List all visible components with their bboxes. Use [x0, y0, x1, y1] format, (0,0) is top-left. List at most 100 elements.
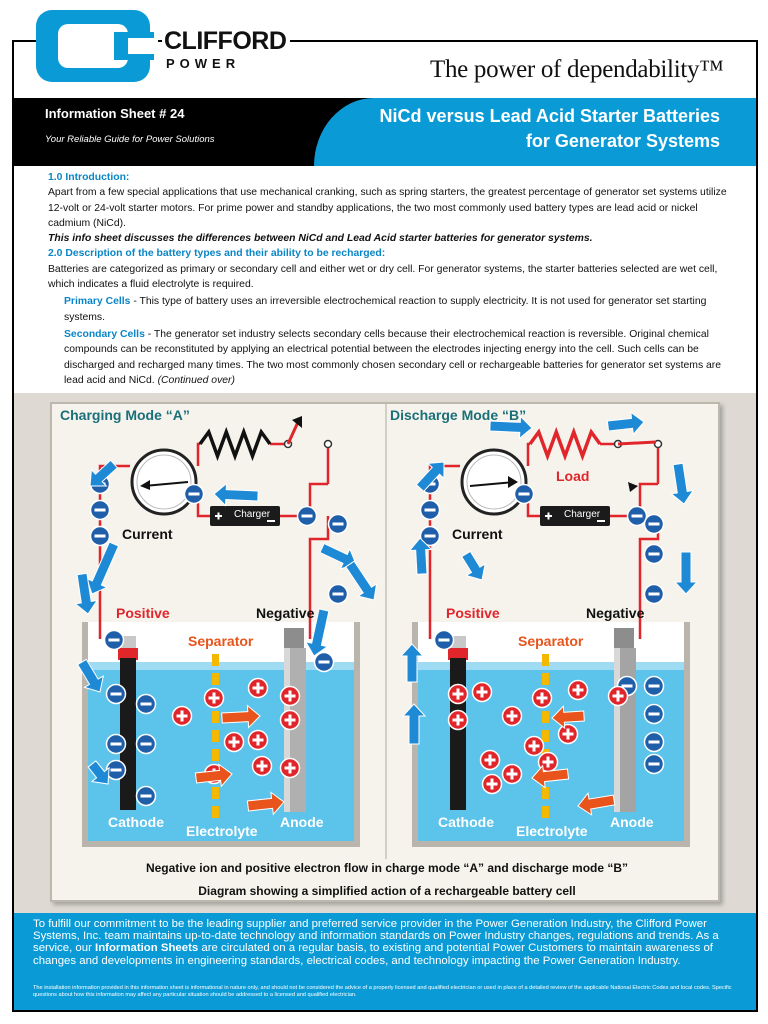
- electron-ion-5-b-sign: [631, 514, 643, 518]
- positive-ion-11-b-sign-v: [546, 756, 550, 768]
- brand-tagline: The power of dependability™: [430, 56, 724, 83]
- primary-cells-text: - This type of battery uses an irreversi…: [64, 296, 707, 323]
- switch-contact-a: [292, 416, 302, 428]
- frame-right-line: [756, 40, 758, 1012]
- positive-label-a: Positive: [116, 605, 170, 621]
- flow-arrow-2-a: [85, 541, 120, 595]
- frame-left-line: [12, 40, 14, 1012]
- positive-ion-3-a-sign-v: [256, 682, 260, 694]
- positive-ion-1-b-sign-v: [456, 688, 460, 700]
- separator-segment-b: [542, 806, 549, 818]
- secondary-cells-paragraph: Secondary Cells - The generator set indu…: [48, 327, 728, 388]
- meter-needle-a: [143, 481, 189, 487]
- cathode-electrode-a: [120, 658, 136, 810]
- separator-segment-b: [542, 787, 549, 799]
- ion-arrow-2-b: [531, 764, 570, 789]
- description-heading: 2.0 Description of the battery types and…: [48, 248, 386, 260]
- charger-plus-v-a: [217, 512, 220, 520]
- electron-ion-10-b-sign: [648, 684, 660, 688]
- positive-ion-5-b-sign-v: [540, 692, 544, 704]
- secondary-cells-term: Secondary Cells: [64, 328, 145, 340]
- wire-charger-right-b: [610, 482, 658, 518]
- switch-terminal-2-a: [323, 439, 333, 449]
- flow-arrow-2-b: [489, 415, 533, 440]
- electron-ion-9-a-sign: [318, 660, 330, 664]
- electron-ion-13-a-sign: [140, 742, 152, 746]
- negative-terminal-a: [284, 628, 304, 648]
- positive-terminal-cap-a: [118, 648, 138, 660]
- wire-charger-left-a: [196, 498, 210, 518]
- electron-ion-7-b-sign: [648, 552, 660, 556]
- charger-box-a: [210, 506, 280, 526]
- flow-arrow-5-a: [319, 542, 357, 570]
- separator-label-a: Separator: [188, 633, 254, 649]
- primary-cells-paragraph: Primary Cells - This type of battery use…: [48, 294, 728, 325]
- footer-text-start: To fulfill our commitment to be the lead…: [33, 918, 719, 955]
- positive-ion-2-a-sign-v: [212, 692, 216, 704]
- separator-segment-a: [212, 654, 219, 666]
- intro-emphasis: This info sheet discusses the difference…: [48, 233, 593, 245]
- positive-ion-2-b-sign-v: [480, 686, 484, 698]
- meter-needle-b: [469, 481, 515, 487]
- flow-arrow-5-b: [673, 551, 699, 595]
- ion-arrow-3-a: [246, 791, 285, 816]
- wire-top-left-b: [526, 442, 530, 466]
- separator-segment-b: [542, 711, 549, 723]
- anode-label-a: Anode: [280, 814, 324, 830]
- flow-arrow-4-a: [213, 482, 259, 507]
- positive-ion-1-a-sign-v: [180, 710, 184, 722]
- positive-ion-5-a-sign-v: [288, 714, 292, 726]
- cathode-label-b: Cathode: [438, 814, 494, 830]
- primary-cells-term: Primary Cells: [64, 296, 131, 308]
- discharge-mode-title: Discharge Mode “B”: [390, 407, 527, 423]
- wire-right-a: [308, 516, 330, 639]
- anode-highlight-a: [284, 648, 290, 812]
- resistor-a: [198, 426, 272, 462]
- separator-label-b: Separator: [518, 633, 584, 649]
- flow-arrow-9-a: [87, 760, 110, 785]
- switch-lever-a: [286, 421, 300, 445]
- electron-ion-3-b-sign: [424, 534, 436, 538]
- footer: To fulfill our commitment to be the lead…: [14, 913, 756, 1010]
- anode-label-b: Anode: [610, 814, 654, 830]
- electron-ion-8-b-sign: [648, 592, 660, 596]
- flow-arrow-4-b: [670, 462, 695, 505]
- switch-contact-b: [628, 482, 638, 492]
- separator-segment-a: [212, 673, 219, 685]
- positive-ion-6-b-sign-v: [576, 684, 580, 696]
- brand-subtitle: POWER: [166, 56, 241, 71]
- flow-arrow-1-b: [415, 461, 445, 493]
- negative-label-a: Negative: [256, 605, 315, 621]
- title-band-blue-panel: [314, 98, 756, 166]
- current-meter-ring-b: [466, 454, 522, 510]
- flow-arrow-7-a: [304, 608, 330, 657]
- charger-label-b: Charger: [564, 509, 601, 520]
- ion-arrow-3-b: [577, 791, 616, 816]
- positive-label-b: Positive: [446, 605, 500, 621]
- electron-ion-14-b-sign: [648, 762, 660, 766]
- title-line-2: for Generator Systems: [525, 131, 720, 151]
- flow-arrow-6-b: [408, 537, 433, 575]
- positive-terminal-cap-b: [448, 648, 468, 660]
- electron-ion-7-a-sign: [332, 592, 344, 596]
- ion-arrow-2-a: [194, 763, 233, 788]
- electron-ion-6-a-sign: [332, 522, 344, 526]
- frame-top-line: [12, 40, 758, 42]
- flow-arrow-7-b: [461, 550, 486, 581]
- separator-segment-b: [542, 673, 549, 685]
- electrolyte-surface-a: [88, 662, 354, 670]
- separator-segment-a: [212, 730, 219, 742]
- diagram-caption-1: Negative ion and positive electron flow …: [145, 861, 629, 875]
- negative-label-b: Negative: [586, 605, 645, 621]
- separator-segment-a: [212, 711, 219, 723]
- sheet-subtitle: Your Reliable Guide for Power Solutions: [45, 134, 215, 145]
- description-paragraph: Batteries are categorized as primary or …: [48, 263, 718, 291]
- meter-needle-head-b: [508, 476, 518, 488]
- cathode-label-a: Cathode: [108, 814, 164, 830]
- electron-ion-12-a-sign: [110, 742, 122, 746]
- positive-ion-9-a-sign-v: [288, 762, 292, 774]
- positive-ion-12-b-sign-v: [510, 768, 514, 780]
- sheet-number: Information Sheet # 24: [45, 106, 185, 121]
- current-label-b: Current: [452, 526, 503, 542]
